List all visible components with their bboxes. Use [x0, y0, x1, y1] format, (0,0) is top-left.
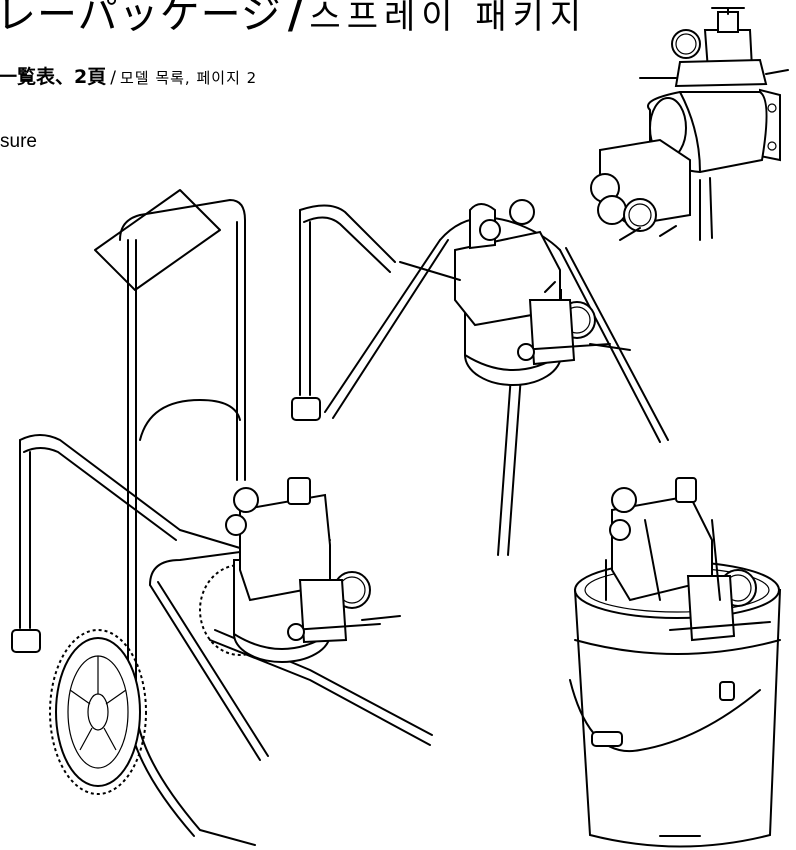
subtitle-korean: 모델 목록, 페이지 2 [119, 69, 258, 87]
subtitle-separator: / [110, 68, 116, 88]
subtitle-japanese: 一覧表、2頁 [0, 66, 107, 88]
wall-mount-pump-drawing [590, 7, 789, 241]
page-title: レーパッケージ/스프레이 패키지 [0, 0, 587, 40]
title-korean: 스프레이 패키지 [309, 0, 588, 37]
title-japanese: レーパッケージ [0, 0, 282, 38]
page-subtitle: 一覧表、2頁/모델 목록, 페이지 2 [0, 62, 257, 89]
tripod-pump-drawing [291, 199, 669, 556]
pressure-label: sure [0, 131, 37, 152]
title-separator: / [287, 0, 304, 38]
cart-pump-drawing [11, 189, 433, 846]
pail-pump-drawing [569, 477, 782, 848]
